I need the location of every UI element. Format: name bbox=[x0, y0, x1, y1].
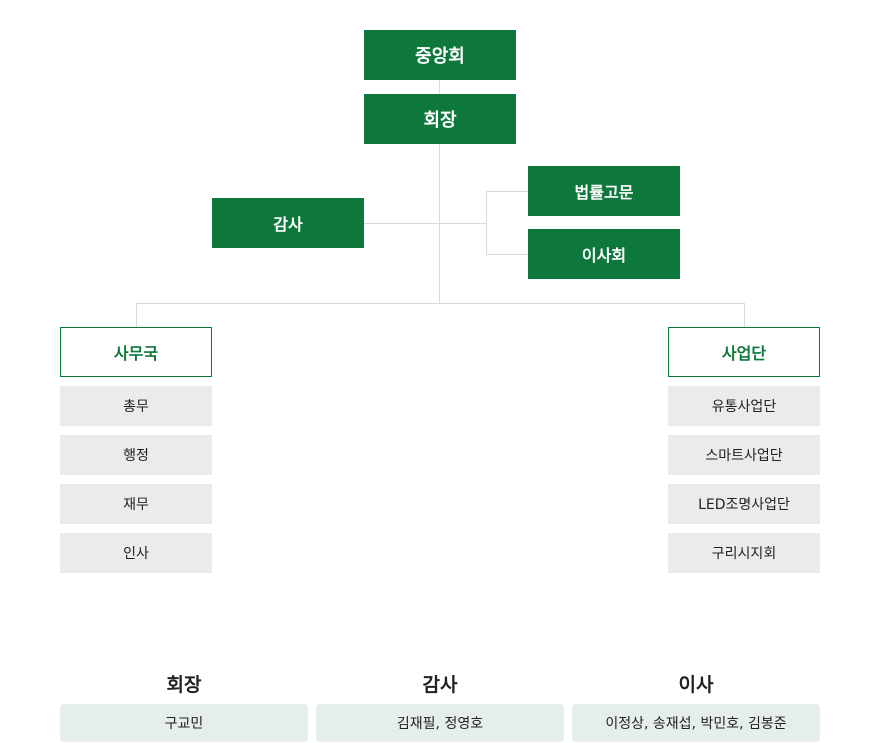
secretariat-item-label: 총무 bbox=[123, 399, 149, 415]
secretariat-item-label: 행정 bbox=[123, 448, 149, 464]
member-names: 김재필, 정영호 bbox=[396, 716, 484, 732]
secretariat-label: 사무국 bbox=[113, 344, 159, 363]
member-names: 구교민 bbox=[164, 716, 204, 732]
board-label: 이사회 bbox=[581, 246, 627, 265]
secretariat-item-label: 재무 bbox=[123, 497, 149, 513]
auditor-box: 감사 bbox=[212, 198, 364, 248]
member-role-heading: 회장 bbox=[166, 674, 202, 696]
secretariat-item: 재무 bbox=[60, 484, 212, 524]
secretariat-item: 행정 bbox=[60, 435, 212, 475]
member-role-heading: 감사 bbox=[422, 674, 458, 696]
business-item-label: 구리시지회 bbox=[711, 546, 777, 562]
connector-secretariat bbox=[136, 303, 137, 327]
legal-advisor-box: 법률고문 bbox=[528, 166, 680, 216]
business-group-box: 사업단 bbox=[668, 327, 820, 377]
member-names: 이정상, 송재섭, 박민호, 김봉준 bbox=[605, 716, 787, 732]
chairman-box: 회장 bbox=[364, 94, 516, 144]
auditor-label: 감사 bbox=[273, 215, 303, 234]
legal-advisor-label: 법률고문 bbox=[574, 183, 634, 202]
business-item: LED조명사업단 bbox=[668, 484, 820, 524]
chairman-label: 회장 bbox=[423, 110, 457, 131]
business-item-label: LED조명사업단 bbox=[698, 497, 790, 513]
connector-advisory-vertical bbox=[486, 191, 487, 255]
connector-horizontal bbox=[136, 303, 745, 304]
secretariat-item-label: 인사 bbox=[123, 546, 149, 562]
business-item-label: 스마트사업단 bbox=[705, 448, 783, 464]
connector-business bbox=[744, 303, 745, 327]
connector-main-vertical bbox=[439, 80, 440, 304]
secretariat-box: 사무국 bbox=[60, 327, 212, 377]
secretariat-item: 인사 bbox=[60, 533, 212, 573]
member-role-heading: 이사 bbox=[678, 674, 714, 696]
member-names-box: 이정상, 송재섭, 박민호, 김봉준 bbox=[572, 704, 820, 742]
central-association-label: 중앙회 bbox=[415, 46, 465, 67]
member-names-box: 구교민 bbox=[60, 704, 308, 742]
business-item: 구리시지회 bbox=[668, 533, 820, 573]
board-box: 이사회 bbox=[528, 229, 680, 279]
business-item-label: 유통사업단 bbox=[711, 399, 777, 415]
business-group-label: 사업단 bbox=[721, 344, 767, 363]
business-item: 유통사업단 bbox=[668, 386, 820, 426]
connector-board bbox=[486, 254, 528, 255]
connector-legal bbox=[486, 191, 528, 192]
secretariat-item: 총무 bbox=[60, 386, 212, 426]
member-names-box: 김재필, 정영호 bbox=[316, 704, 564, 742]
business-item: 스마트사업단 bbox=[668, 435, 820, 475]
central-association-box: 중앙회 bbox=[364, 30, 516, 80]
connector-auditor bbox=[364, 223, 486, 224]
